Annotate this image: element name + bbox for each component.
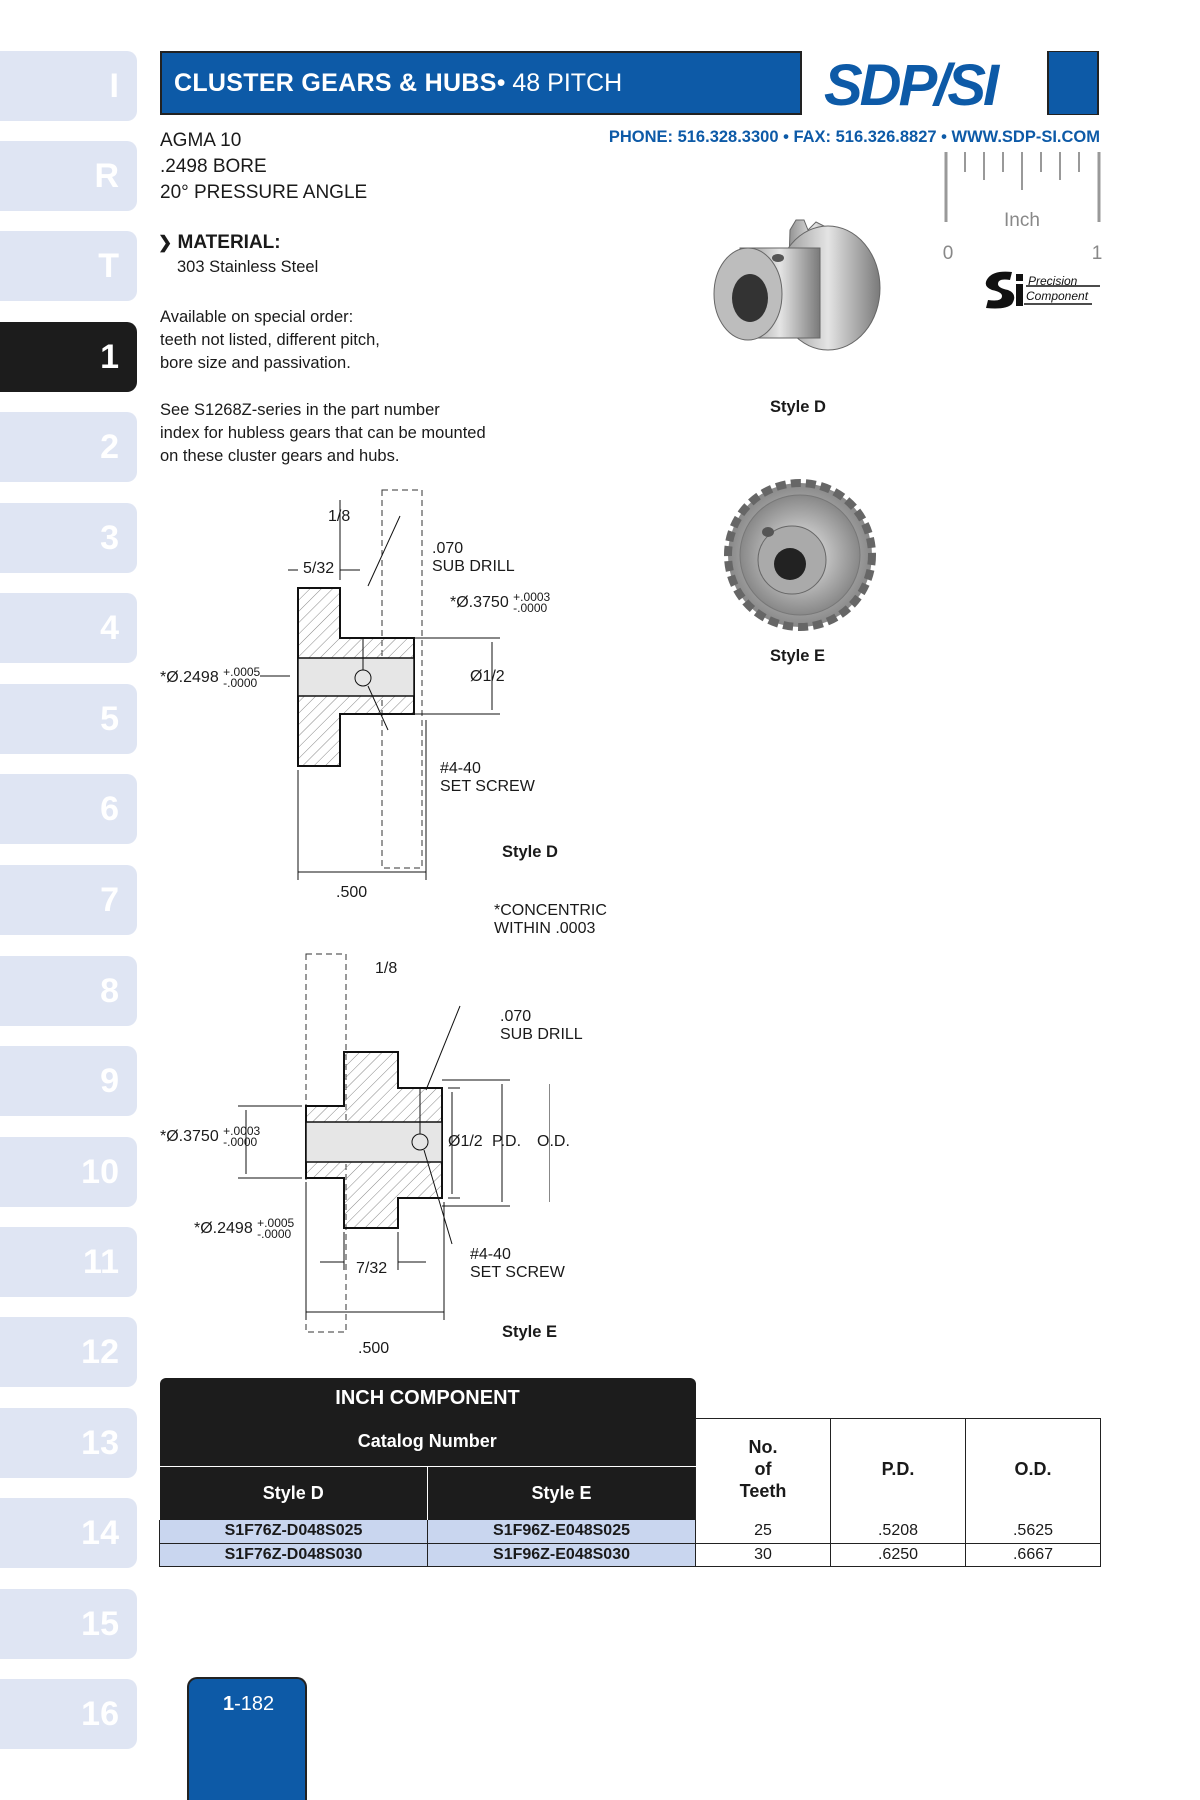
- contact-info: PHONE: 516.328.3300 • FAX: 516.326.8827 …: [608, 128, 1100, 146]
- page-number-tab: 1-182: [187, 1677, 307, 1800]
- pd-header: P.D.: [830, 1418, 967, 1520]
- ruler-max: 1: [1092, 243, 1103, 264]
- style-d-drawing: [260, 489, 500, 880]
- special-order-note: Available on special order: teeth not li…: [160, 308, 380, 372]
- spec-agma: AGMA 10: [160, 130, 242, 151]
- e-dia-bore: *Ø.2498 +.0005-.0000: [194, 1216, 295, 1241]
- chapter-tab-15[interactable]: 15: [0, 1589, 137, 1659]
- chapter-tab-11[interactable]: 11: [0, 1227, 137, 1297]
- e-pd: P.D.: [492, 1133, 522, 1150]
- material-heading: ❯ MATERIAL:: [158, 232, 281, 253]
- material-value: 303 Stainless Steel: [177, 258, 319, 276]
- cell-d: S1F76Z-D048S030: [159, 1543, 428, 1567]
- style-e-drawing: [238, 953, 550, 1333]
- page-subtitle: • 48 PITCH: [496, 68, 623, 97]
- d-dia-half: Ø1/2: [470, 668, 505, 685]
- chapter-tab-13[interactable]: 13: [0, 1408, 137, 1478]
- e-dim-1-8: 1/8: [375, 960, 398, 977]
- chapter-tab-1[interactable]: 1: [0, 322, 137, 392]
- style-e-photo: [724, 479, 876, 631]
- cell-pd: .5208: [830, 1520, 967, 1544]
- see-also-note: See S1268Z-series in the part number ind…: [160, 401, 486, 465]
- d-drawing-caption: Style D: [502, 843, 558, 861]
- cell-d: S1F76Z-D048S025: [159, 1520, 428, 1544]
- page-header: CLUSTER GEARS & HUBS • 48 PITCH: [160, 51, 802, 115]
- d-dim-5-32: 5/32: [303, 560, 335, 577]
- d-dim-1-8: 1/8: [328, 508, 351, 525]
- style-d-header: Style D: [159, 1466, 428, 1520]
- chapter-tab-3[interactable]: 3: [0, 503, 137, 573]
- cell-pd: .6250: [830, 1543, 967, 1567]
- page-title: CLUSTER GEARS & HUBS: [174, 68, 497, 97]
- chapter-tab-7[interactable]: 7: [0, 865, 137, 935]
- chapter-tab-16[interactable]: 16: [0, 1679, 137, 1749]
- chapter-tab-r[interactable]: R: [0, 141, 137, 211]
- spec-pressure-angle: 20° PRESSURE ANGLE: [160, 182, 368, 203]
- svg-text:SDP/SI: SDP/SI: [824, 53, 1001, 115]
- cell-e: S1F96Z-E048S030: [427, 1543, 697, 1567]
- precision-component-badge: Precision Component: [985, 271, 1100, 309]
- d-length: .500: [336, 884, 368, 901]
- chapter-tab-10[interactable]: 10: [0, 1137, 137, 1207]
- d-dia-hub: *Ø.3750 +.0003-.0000: [450, 590, 551, 615]
- d-dia-bore: *Ø.2498 +.0005-.0000: [160, 665, 261, 690]
- sdpsi-logo: SDP/SI: [824, 51, 1099, 115]
- chapter-tab-4[interactable]: 4: [0, 593, 137, 663]
- chapter-tab-14[interactable]: 14: [0, 1498, 137, 1568]
- cell-teeth: 30: [695, 1543, 832, 1567]
- ruler-unit: Inch: [1004, 210, 1040, 231]
- od-header: O.D.: [965, 1418, 1102, 1520]
- cell-od: .5625: [965, 1520, 1102, 1544]
- chapter-tab-2[interactable]: 2: [0, 412, 137, 482]
- chapter-tab-8[interactable]: 8: [0, 956, 137, 1026]
- e-dia-hub: *Ø.3750 +.0003-.0000: [160, 1124, 261, 1149]
- catalog-number-header: Catalog Number: [159, 1418, 696, 1467]
- cell-teeth: 25: [695, 1520, 832, 1544]
- chapter-tab-t[interactable]: T: [0, 231, 137, 301]
- e-od: O.D.: [537, 1133, 570, 1150]
- specs: AGMA 10 .2498 BORE 20° PRESSURE ANGLE: [160, 128, 367, 206]
- e-dia-half: Ø1/2: [448, 1133, 483, 1150]
- inch-ruler: Inch 0 1: [943, 152, 1103, 264]
- chapter-tab-i[interactable]: I: [0, 51, 137, 121]
- chapter-tab-5[interactable]: 5: [0, 684, 137, 754]
- ruler-min: 0: [943, 243, 954, 264]
- chapter-tab-9[interactable]: 9: [0, 1046, 137, 1116]
- style-d-photo: [713, 219, 881, 351]
- svg-text:Precision: Precision: [1028, 274, 1078, 288]
- chapter-tab-6[interactable]: 6: [0, 774, 137, 844]
- cell-od: .6667: [965, 1543, 1102, 1567]
- e-length: .500: [358, 1340, 390, 1357]
- e-dim-7-32: 7/32: [356, 1260, 388, 1277]
- style-d-photo-caption: Style D: [770, 398, 826, 416]
- style-e-photo-caption: Style E: [770, 647, 826, 665]
- cell-e: S1F96Z-E048S025: [427, 1520, 697, 1544]
- style-e-header: Style E: [427, 1466, 696, 1520]
- e-drawing-caption: Style E: [502, 1323, 558, 1341]
- spec-bore: .2498 BORE: [160, 156, 267, 177]
- chapter-tab-12[interactable]: 12: [0, 1317, 137, 1387]
- table-section-title: INCH COMPONENT: [159, 1378, 696, 1418]
- svg-text:Component: Component: [1026, 289, 1089, 303]
